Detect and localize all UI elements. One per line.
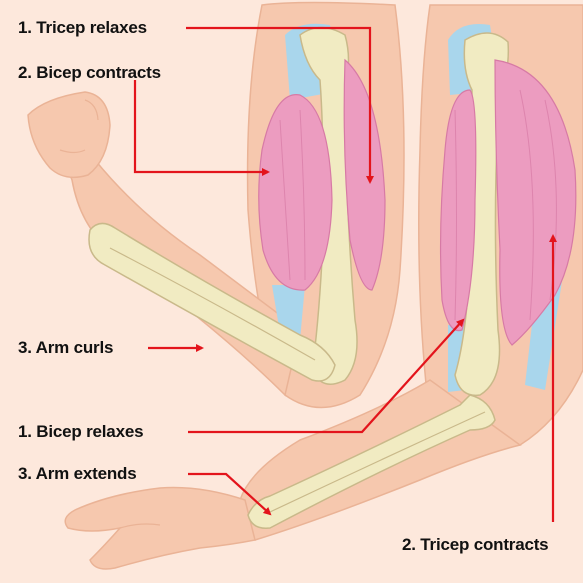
bent-arm-biceps	[259, 95, 332, 290]
label-bicep-contracts: 2. Bicep contracts	[18, 63, 161, 83]
label-tricep-relaxes: 1. Tricep relaxes	[18, 18, 147, 38]
label-arm-extends: 3. Arm extends	[18, 464, 136, 484]
label-tricep-contracts: 2. Tricep contracts	[402, 535, 548, 555]
label-arm-curls: 3. Arm curls	[18, 338, 113, 358]
label-bicep-relaxes: 1. Bicep relaxes	[18, 422, 143, 442]
